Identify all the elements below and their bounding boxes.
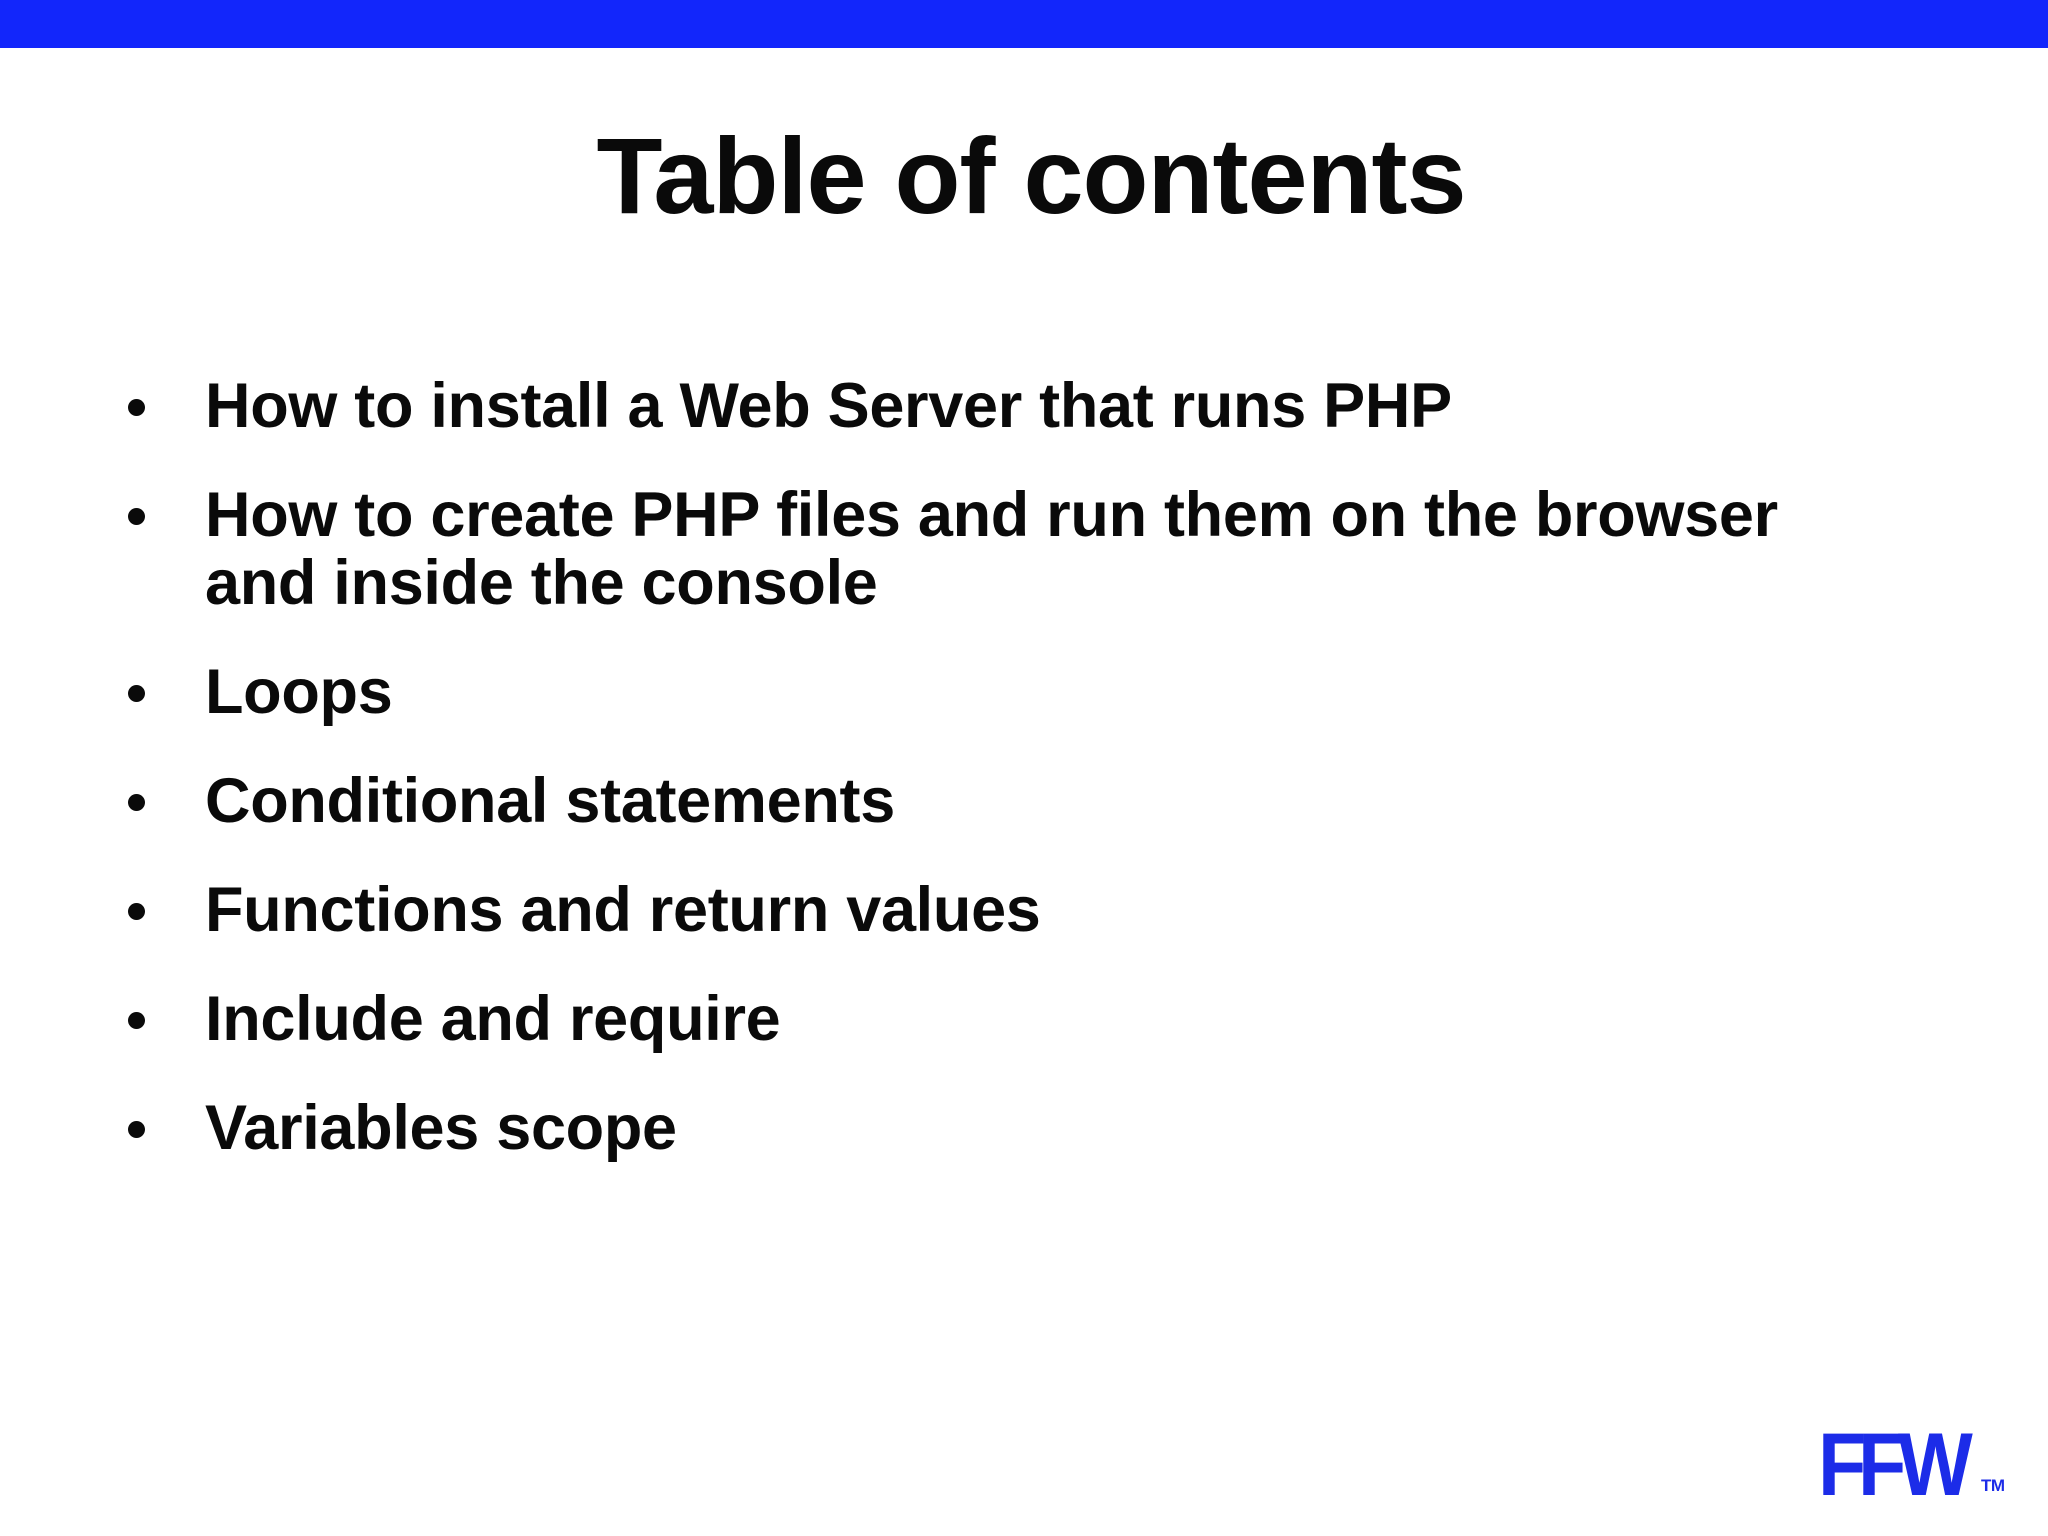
bullet-dot-icon [128,1121,145,1139]
bullet-dot-icon [128,508,145,526]
list-item-label: How to install a Web Server that runs PH… [205,371,1452,441]
list-item: How to create PHP files and run them on … [108,481,1908,617]
page-title: Table of contents [596,115,1466,236]
ffw-wordmark: FFW [1818,1414,1973,1515]
list-item: Loops [108,658,1908,726]
list-item-label: Loops [205,657,393,728]
bullet-dot-icon [128,903,145,921]
list-item-label: How to create PHP files and run them on … [205,480,1778,619]
list-item: Conditional statements [108,767,1908,835]
list-item: Include and require [108,985,1908,1053]
list-item-label: Variables scope [205,1093,677,1164]
list-item-label: Conditional statements [205,766,895,837]
top-accent-bar [0,0,2048,48]
list-item-label: Functions and return values [205,875,1041,946]
list-item: Variables scope [108,1094,1908,1162]
table-of-contents-list: How to install a Web Server that runs PH… [108,372,1908,1162]
bullet-dot-icon [128,1012,145,1030]
trademark-mark: TM [1981,1476,2005,1495]
list-item: How to install a Web Server that runs PH… [108,372,1908,440]
bullet-dot-icon [128,794,145,812]
bullet-dot-icon [128,685,145,703]
list-item: Functions and return values [108,876,1908,944]
bullet-dot-icon [128,399,145,416]
list-item-label: Include and require [205,984,781,1055]
ffw-logo: FFW TM [1818,1420,2028,1512]
